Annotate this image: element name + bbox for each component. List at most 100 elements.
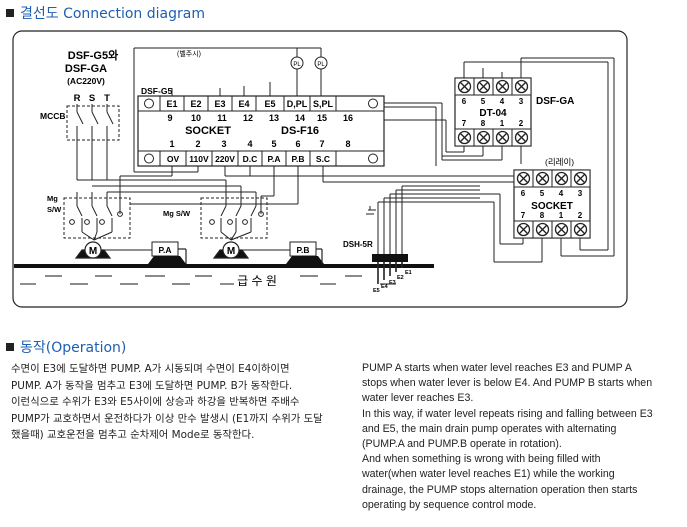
pin-8: 8 — [345, 139, 350, 149]
ms-label-right: Mg S/W — [163, 209, 191, 218]
ga-pin-8: 8 — [481, 119, 486, 128]
phase-s: S — [89, 93, 95, 104]
term-dpl: D,PL — [287, 99, 308, 109]
ga-pin-3: 3 — [519, 97, 524, 106]
motor-a-label: M — [89, 246, 97, 257]
diagram-frame — [12, 30, 628, 308]
power-model-line2: DSF-GA — [65, 63, 107, 75]
pin-14: 14 — [295, 113, 305, 123]
english-line: PUMP A starts when water level reaches E… — [362, 362, 632, 374]
ga-pin-7: 7 — [462, 119, 467, 128]
connection-diagram-heading: 결선도 Connection diagram — [6, 3, 205, 23]
pin-13: 13 — [269, 113, 279, 123]
term-e2: E2 — [190, 99, 201, 109]
korean-line: 했을때) 교호운전을 멈추고 순차제어 Mode로 동작한다. — [11, 429, 255, 441]
english-line: drainage, the PUMP stops alternation ope… — [362, 483, 638, 496]
magnetic-switch-left — [63, 197, 131, 239]
relay-pin-3: 3 — [578, 189, 583, 198]
pin-1: 1 — [169, 139, 174, 149]
mccb-box — [66, 105, 120, 141]
pin-6: 6 — [295, 139, 300, 149]
term-e5: E5 — [264, 99, 275, 109]
pin-11: 11 — [217, 113, 227, 123]
english-line: and E5, the main drain pump operates wit… — [362, 422, 617, 435]
ms-label-left-1: Mg — [47, 194, 58, 203]
electrode-e1: E1 — [405, 270, 412, 276]
heading-text: 동작(Operation) — [20, 340, 127, 356]
term-e4: E4 — [238, 99, 249, 109]
magnetic-switch-right — [200, 197, 268, 239]
motor-b-label: M — [227, 246, 235, 257]
pin-9: 9 — [167, 113, 172, 123]
pin-7: 7 — [319, 139, 324, 149]
term-pa: P.A — [267, 154, 280, 164]
bullet-square-icon — [6, 9, 14, 17]
pin-10: 10 — [191, 113, 201, 123]
electrode-e5: E5 — [373, 288, 380, 294]
term-110v: 110V — [189, 154, 209, 164]
korean-line: PUMP가 교호하면서 운전하다가 이상 만수 발생시 (E1까지 수위가 도달 — [11, 412, 323, 425]
relay-pin-2: 2 — [578, 211, 583, 220]
term-dc: D.C — [243, 154, 258, 164]
term-e1: E1 — [166, 99, 177, 109]
relay-pin-1: 1 — [559, 211, 564, 220]
english-line: water(when water level reaches E1) while… — [362, 468, 615, 481]
term-pb: P.B — [291, 154, 304, 164]
relay-pin-8: 8 — [540, 211, 545, 220]
power-model-line1: DSF-G5와 — [68, 48, 118, 62]
pin-4: 4 — [247, 139, 252, 149]
tank-top-line — [14, 264, 434, 268]
alarm-note: (벨주시) — [177, 50, 201, 58]
pin-3: 3 — [221, 139, 226, 149]
pl-label-1: PL — [293, 62, 301, 68]
relay-label: (리레이) — [545, 157, 574, 167]
electrode-e2: E2 — [397, 275, 404, 281]
ga-pin-5: 5 — [481, 97, 486, 106]
pin-2: 2 — [195, 139, 200, 149]
ga-pin-4: 4 — [500, 97, 505, 106]
korean-line: 이런식으로 수위가 E3와 E5사이에 상승과 하강을 반복하면 주배수 — [11, 396, 300, 408]
english-line: stops when water lever is below E4. And … — [362, 377, 653, 390]
korean-line: PUMP. A가 동작을 멈추고 E3에 도달하면 PUMP. B가 동작한다. — [11, 379, 293, 392]
ms-label-left-2: S/W — [47, 205, 62, 214]
tank-label: 급 수 원 — [237, 274, 277, 288]
english-line: operating by sequence control mode. — [362, 498, 537, 511]
pin-16: 16 — [343, 113, 353, 123]
pump-b-label: P.B — [296, 245, 309, 255]
socket-screw-tl — [144, 98, 154, 109]
pump-b-base — [286, 256, 324, 264]
relay-pin-5: 5 — [540, 189, 545, 198]
pin-12: 12 — [243, 113, 253, 123]
connection-diagram: DSF-G5와 DSF-GA (AC220V) R S T MCCB Mg S/… — [12, 30, 628, 308]
relay-pin-4: 4 — [559, 189, 564, 198]
pin-15: 15 — [317, 113, 327, 123]
relay-socket-label: SOCKET — [531, 201, 573, 212]
term-e3: E3 — [214, 99, 225, 109]
korean-line: 수면이 E3에 도달하면 PUMP. A가 시동되며 수면이 E4이하이면 — [11, 363, 290, 375]
operation-korean: 수면이 E3에 도달하면 PUMP. A가 시동되며 수면이 E4이하이면 PU… — [11, 361, 323, 444]
term-sc: S.C — [316, 154, 330, 164]
pump-a-base — [148, 256, 186, 264]
electrode-name: DSH-5R — [343, 240, 373, 249]
english-line: water lever reaches E3. — [362, 392, 474, 405]
relay-pin-7: 7 — [521, 211, 526, 220]
pin-5: 5 — [271, 139, 276, 149]
operation-heading: 동작(Operation) — [6, 337, 126, 357]
term-spl: S,PL — [313, 99, 334, 109]
ga-pin-1: 1 — [500, 119, 505, 128]
ga-model: DT-04 — [479, 108, 507, 119]
english-line: (PUMP.A and PUMP.B operate in rotation). — [362, 438, 562, 451]
controller-name: DSF-G5 — [141, 86, 172, 96]
controller-socket — [137, 95, 385, 167]
power-voltage: (AC220V) — [67, 76, 105, 86]
mccb-label: MCCB — [40, 111, 66, 121]
electrode-holder — [372, 254, 408, 262]
socket-screw-tr — [368, 98, 378, 109]
phase-t: T — [104, 93, 110, 104]
bullet-square-icon — [6, 343, 14, 351]
english-line: In this way, if water level repeats risi… — [362, 407, 653, 420]
electrode-e3: E3 — [389, 280, 396, 286]
operation-english: PUMP A starts when water level reaches E… — [362, 361, 653, 513]
pl-label-2: PL — [317, 62, 325, 68]
socket-screw-br — [368, 153, 378, 164]
